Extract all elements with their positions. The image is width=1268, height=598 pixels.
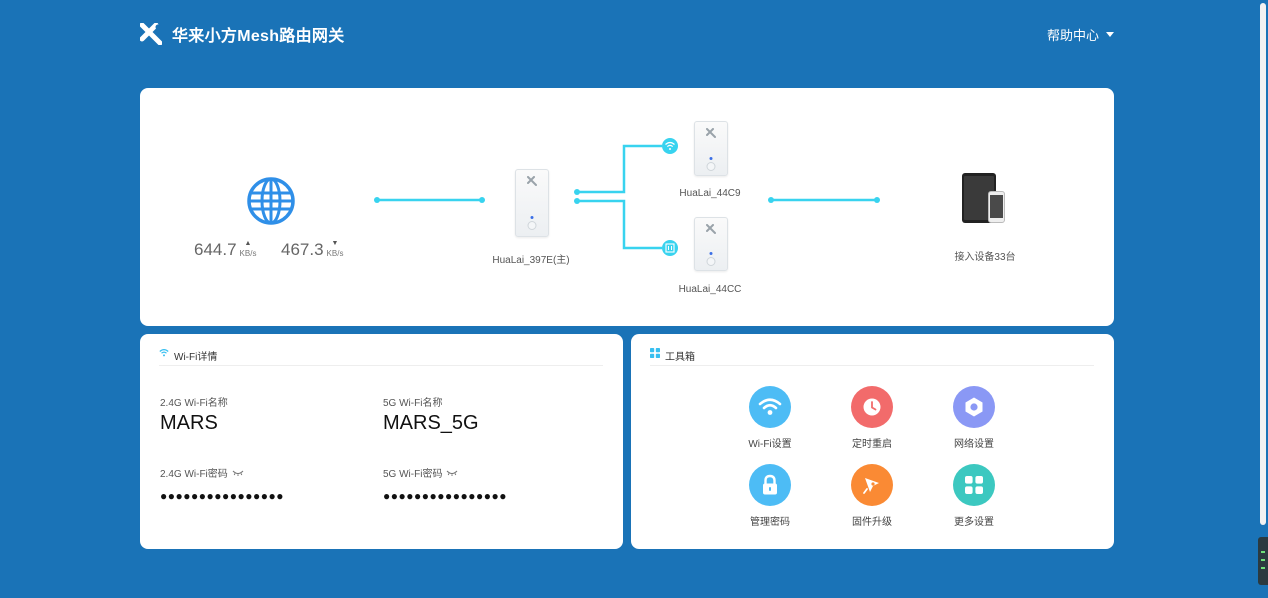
- phone-icon: [988, 191, 1005, 223]
- router-led: [530, 216, 534, 219]
- internet-globe-icon: [247, 177, 295, 225]
- upload-arrow-icon: ▲: [244, 240, 252, 247]
- wifi-icon: [159, 348, 169, 357]
- mesh-node-44cc[interactable]: [694, 217, 728, 271]
- tool-admin-password-label: 管理密码: [750, 517, 790, 528]
- upload-speed: 644.7 ▲ KB/s: [194, 240, 256, 260]
- main-router-device[interactable]: [515, 169, 549, 237]
- eye-closed-icon[interactable]: [446, 470, 458, 476]
- tool-more-settings[interactable]: 更多设置: [929, 464, 1019, 528]
- tool-scheduled-reboot-label: 定时重启: [852, 439, 892, 450]
- tool-admin-password[interactable]: 管理密码: [725, 464, 815, 528]
- page-scrollbar[interactable]: [1256, 0, 1268, 598]
- router-led: [709, 252, 713, 255]
- mesh-node-44c9[interactable]: [694, 121, 728, 176]
- tool-network-settings[interactable]: 网络设置: [929, 386, 1019, 450]
- network-settings-icon: [953, 386, 995, 428]
- lock-icon: [749, 464, 791, 506]
- wifi-details-title: Wi-Fi详情: [174, 352, 218, 363]
- password-5g: 5G Wi-Fi密码 ●●●●●●●●●●●●●●●●: [383, 465, 507, 503]
- router-button: [706, 162, 716, 171]
- download-speed-unit: KB/s: [326, 249, 344, 258]
- password-24g: 2.4G Wi-Fi密码 ●●●●●●●●●●●●●●●●: [160, 465, 284, 503]
- brand-title: 华来小方Mesh路由网关: [172, 28, 345, 45]
- eye-closed-icon[interactable]: [232, 470, 244, 476]
- side-widget[interactable]: [1258, 537, 1268, 585]
- brand-logo-icon: [140, 23, 162, 45]
- upload-speed-unit: KB/s: [239, 249, 257, 258]
- password-5g-label: 5G Wi-Fi密码: [383, 469, 443, 480]
- mesh-node-44cc-label: HuaLai_44CC: [678, 284, 742, 295]
- router-logo-icon: [706, 128, 716, 138]
- clock-icon: [851, 386, 893, 428]
- rocket-icon: [851, 464, 893, 506]
- link-main-node1: [577, 144, 662, 194]
- router-button: [527, 221, 537, 230]
- main-router-label: HuaLai_397E(主): [492, 255, 570, 266]
- link-dot: [768, 197, 774, 203]
- scrollbar-thumb[interactable]: [1260, 3, 1266, 525]
- password-24g-value: ●●●●●●●●●●●●●●●●: [160, 489, 284, 503]
- more-grid-icon: [953, 464, 995, 506]
- tool-wifi-settings-label: Wi-Fi设置: [748, 439, 792, 450]
- router-button: [706, 257, 716, 266]
- mesh-node-44c9-label: HuaLai_44C9: [679, 188, 741, 199]
- logo[interactable]: 华来小方Mesh路由网关: [140, 22, 345, 46]
- help-center-menu[interactable]: 帮助中心: [1047, 25, 1114, 44]
- network-topology-card: 644.7 ▲ KB/s 467.3 ▼ KB/s HuaLai_397E(主)…: [140, 88, 1114, 326]
- grid-icon: [650, 348, 660, 358]
- link-dot: [874, 197, 880, 203]
- caret-down-icon: [1106, 32, 1114, 37]
- upload-speed-value: 644.7: [194, 240, 237, 259]
- link-dot: [479, 197, 485, 203]
- link-dot: [374, 197, 380, 203]
- router-led: [709, 157, 713, 160]
- topology-lines: [374, 138, 880, 256]
- ssid-24g: 2.4G Wi-Fi名称 MARS: [160, 394, 228, 435]
- link-dot: [574, 189, 580, 195]
- tool-more-settings-label: 更多设置: [954, 517, 994, 528]
- wifi-details-header: Wi-Fi详情: [159, 348, 603, 366]
- router-logo-icon: [527, 176, 537, 186]
- link-main-node2: [577, 199, 662, 250]
- wifi-settings-icon: [749, 386, 791, 428]
- tool-wifi-settings[interactable]: Wi-Fi设置: [725, 386, 815, 450]
- ssid-5g-label: 5G Wi-Fi名称: [383, 398, 443, 409]
- ssid-24g-label: 2.4G Wi-Fi名称: [160, 398, 228, 409]
- ssid-5g: 5G Wi-Fi名称 MARS_5G: [383, 394, 479, 435]
- ssid-24g-value: MARS: [160, 412, 218, 434]
- tool-network-settings-label: 网络设置: [954, 439, 994, 450]
- password-5g-value: ●●●●●●●●●●●●●●●●: [383, 489, 507, 503]
- tool-firmware-upgrade[interactable]: 固件升级: [827, 464, 917, 528]
- toolbox-card: 工具箱 Wi-Fi设置 定时重启 网络设置: [631, 334, 1114, 549]
- password-24g-label: 2.4G Wi-Fi密码: [160, 469, 228, 480]
- link-dot: [574, 198, 580, 204]
- connected-devices-count[interactable]: 接入设备33台: [954, 252, 1016, 263]
- download-speed: 467.3 ▼ KB/s: [281, 240, 343, 260]
- ssid-5g-value: MARS_5G: [383, 412, 479, 434]
- download-speed-value: 467.3: [281, 240, 324, 259]
- connected-devices-icon[interactable]: [962, 173, 1006, 225]
- toolbox-header: 工具箱: [650, 348, 1094, 366]
- help-center-label: 帮助中心: [1046, 28, 1099, 43]
- lan-badge-icon: [662, 240, 678, 256]
- tool-firmware-upgrade-label: 固件升级: [852, 517, 892, 528]
- header: 华来小方Mesh路由网关 帮助中心: [140, 22, 1114, 48]
- router-logo-icon: [706, 224, 716, 234]
- wifi-details-card: Wi-Fi详情 2.4G Wi-Fi名称 MARS 5G Wi-Fi名称 MAR…: [140, 334, 623, 549]
- toolbox-title: 工具箱: [665, 352, 695, 363]
- tool-scheduled-reboot[interactable]: 定时重启: [827, 386, 917, 450]
- download-arrow-icon: ▼: [331, 240, 339, 247]
